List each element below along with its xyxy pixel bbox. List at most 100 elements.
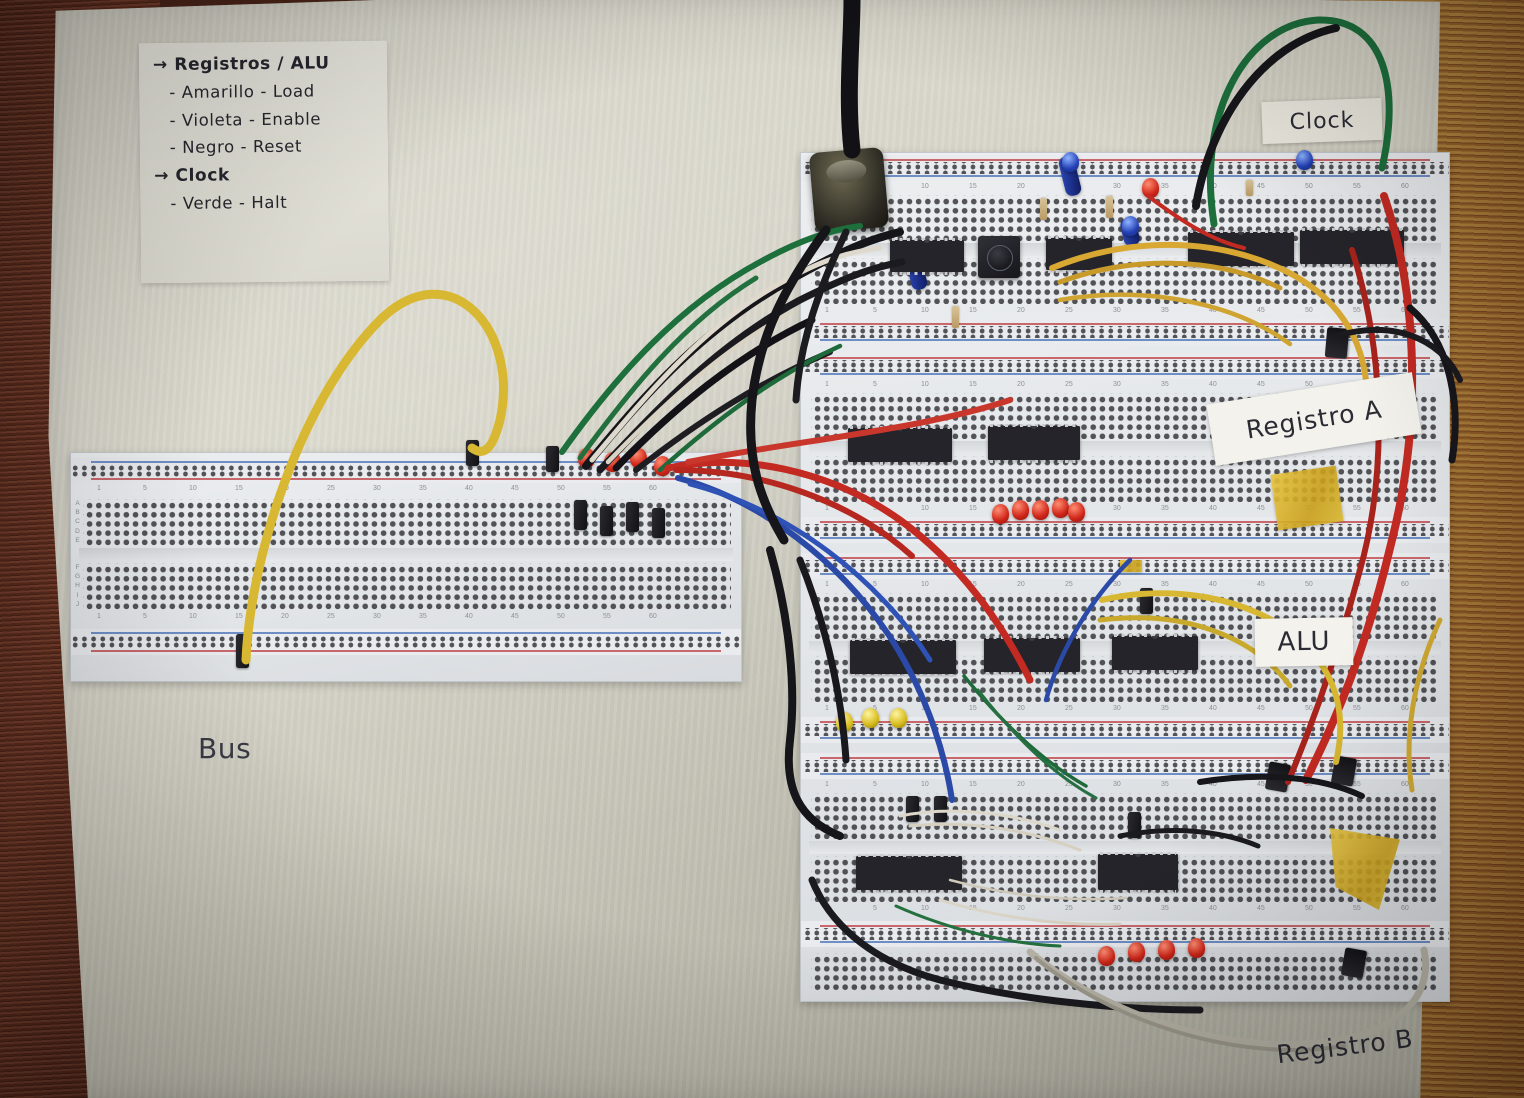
column-number: 5 — [873, 381, 877, 388]
column-number: 1 — [97, 485, 101, 492]
column-number: 45 — [1257, 381, 1265, 388]
alu-label: ALU — [1254, 617, 1354, 667]
bus-board-holes-fj — [83, 563, 731, 610]
column-number: 30 — [1113, 581, 1121, 588]
column-number: 45 — [1257, 581, 1265, 588]
column-number: 5 — [873, 307, 877, 314]
column-number: 40 — [1209, 381, 1217, 388]
column-number: 55 — [603, 613, 611, 620]
column-number: 15 — [969, 307, 977, 314]
clock-label: Clock — [1261, 97, 1383, 145]
column-number: 60 — [1401, 781, 1409, 788]
column-number: 45 — [1257, 781, 1265, 788]
ic-chip-3 — [1188, 229, 1294, 269]
column-number: 60 — [1401, 183, 1409, 190]
row-letter: I — [76, 591, 79, 599]
column-number: 50 — [1305, 905, 1313, 912]
bus-label: Bus — [198, 731, 252, 765]
column-number: 50 — [1305, 705, 1313, 712]
column-number: 30 — [1113, 183, 1121, 190]
column-number: 40 — [465, 485, 473, 492]
column-number: 25 — [327, 485, 335, 492]
column-number: 25 — [1065, 307, 1073, 314]
column-number: 35 — [1161, 905, 1169, 912]
column-number: 20 — [1017, 781, 1025, 788]
dupont-connector-2[interactable] — [600, 506, 613, 536]
led-red-reg-b-3 — [1158, 940, 1175, 960]
ic-chip-2 — [1046, 235, 1112, 273]
column-number: 10 — [189, 613, 197, 620]
led-red-reg-a-5 — [1068, 502, 1085, 522]
led-red-reg-b-4 — [1188, 938, 1205, 958]
column-number: 10 — [921, 781, 929, 788]
dupont-connector-10[interactable] — [1128, 812, 1141, 838]
handwritten-legend-card: → Registros / ALU - Amarillo - Load - Vi… — [138, 40, 390, 284]
dupont-connector-11[interactable] — [906, 796, 919, 822]
resistor-3 — [1106, 196, 1113, 218]
column-number: 1 — [825, 905, 829, 912]
column-number: 35 — [419, 613, 427, 620]
dupont-connector-bus-left[interactable] — [236, 634, 249, 668]
column-number: 45 — [1257, 705, 1265, 712]
column-number: 55 — [603, 485, 611, 492]
dupont-connector-yellow-end[interactable] — [466, 440, 479, 466]
column-number: 55 — [1353, 505, 1361, 512]
led-blue-clock-2 — [1122, 216, 1139, 236]
column-number: 45 — [1257, 183, 1265, 190]
column-number: 20 — [1017, 381, 1025, 388]
column-number: 55 — [1353, 581, 1361, 588]
ic-chip-11 — [1098, 851, 1178, 893]
ic-chip-5 — [848, 425, 952, 465]
column-number: 35 — [1161, 505, 1169, 512]
ic-chip-9 — [1112, 633, 1198, 673]
column-number: 20 — [281, 485, 289, 492]
resistor-4 — [1246, 180, 1253, 196]
led-yellow-alu-1 — [836, 712, 853, 732]
column-number: 15 — [969, 381, 977, 388]
column-number: 50 — [557, 613, 565, 620]
column-number: 45 — [511, 485, 519, 492]
column-number: 1 — [825, 705, 829, 712]
column-number: 35 — [1161, 307, 1169, 314]
column-number: 60 — [649, 485, 657, 492]
column-number: 40 — [1209, 581, 1217, 588]
column-number: 15 — [969, 705, 977, 712]
led-red-reg-b-1 — [1098, 946, 1115, 966]
column-number: 25 — [327, 613, 335, 620]
row-letter: C — [75, 518, 80, 526]
ic-chip-7 — [850, 637, 956, 677]
column-number: 60 — [1401, 307, 1409, 314]
column-number: 20 — [1017, 705, 1025, 712]
led-yellow-alu-2 — [862, 708, 879, 728]
potentiometer[interactable] — [808, 146, 890, 234]
dupont-connector-4[interactable] — [652, 508, 665, 538]
dupont-connector-3[interactable] — [626, 502, 639, 532]
column-number: 15 — [969, 183, 977, 190]
ic-chip-4 — [1300, 227, 1404, 267]
column-number: 5 — [143, 485, 147, 492]
dupont-connector-1[interactable] — [574, 500, 587, 530]
dupont-connector-12[interactable] — [934, 796, 947, 822]
bus-board-bottom-power-rail — [71, 629, 741, 655]
column-number: 15 — [969, 581, 977, 588]
column-number: 25 — [1065, 905, 1073, 912]
column-number: 5 — [143, 613, 147, 620]
column-number: 10 — [921, 905, 929, 912]
column-number: 35 — [1161, 581, 1169, 588]
row-letter: D — [75, 527, 80, 535]
column-number: 5 — [873, 505, 877, 512]
column-number: 10 — [921, 705, 929, 712]
dupont-connector-5[interactable] — [546, 446, 559, 472]
column-number: 40 — [1209, 781, 1217, 788]
legend-line-2: - Amarillo - Load — [169, 81, 315, 102]
dupont-connector-8[interactable] — [1324, 327, 1350, 359]
led-red-reg-b-2 — [1128, 942, 1145, 962]
reset-push-button[interactable] — [978, 236, 1020, 278]
ic-chip-6 — [988, 423, 1080, 463]
dupont-connector-9[interactable] — [1140, 588, 1153, 614]
ic-chip-8 — [984, 635, 1080, 675]
